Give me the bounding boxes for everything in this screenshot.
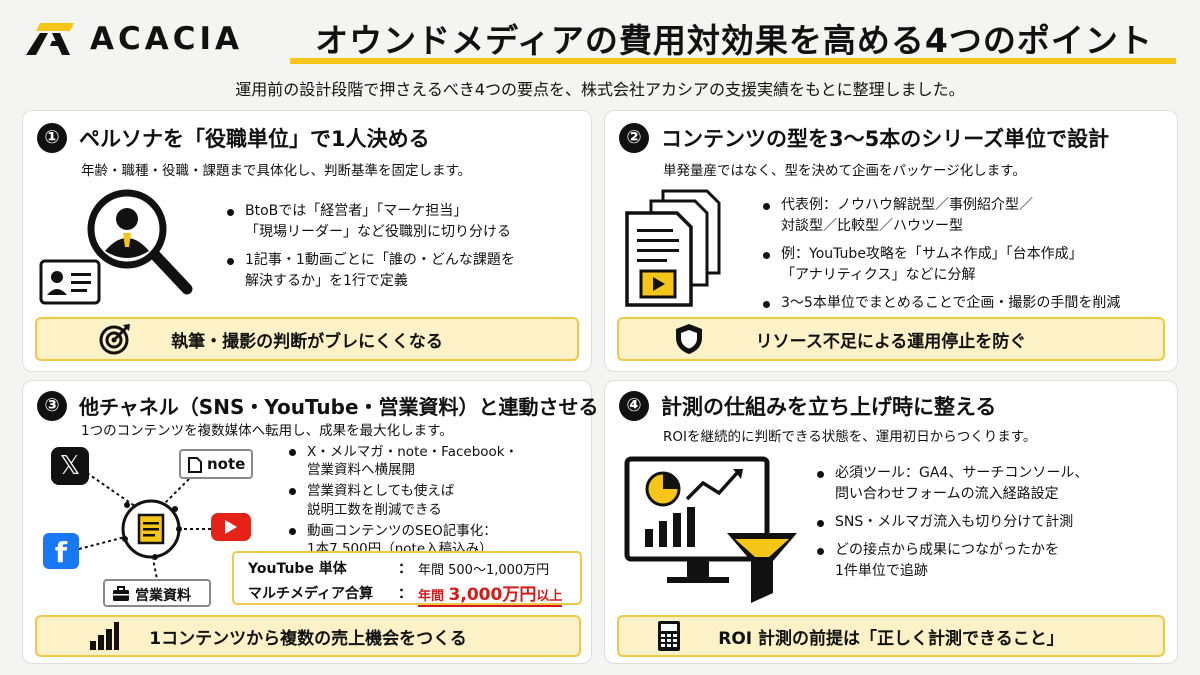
header: ACACIA オウンドメディアの費用対効果を高める4つのポイント 運用前の設計段… <box>0 0 1200 99</box>
bullet-item: 1記事・1動画ごとに「誰の・どんな課題を解決するか」を1行で定義 <box>225 250 515 292</box>
banner-text: ROI 計測の前提は「正しく計測できること」 <box>718 628 1064 649</box>
takeaway-banner: ROI 計測の前提は「正しく計測できること」 <box>617 615 1165 657</box>
bullet-list: BtoBでは「経営者」「マーケ担当」「現場リーダー」など役職別に切り分ける 1記… <box>225 201 515 299</box>
card-desc: 年齢・職種・役職・課題まで具体化し、判断基準を固定します。 <box>81 163 472 179</box>
bullet-item: X・メルマガ・note・Facebook・営業資料へ横展開 <box>287 443 518 479</box>
sales-material-label: 営業資料 <box>135 588 191 604</box>
revenue-box: YouTube 単体 ： 年間 500〜1,000万円 マルチメディア合算 ： … <box>232 551 582 607</box>
briefcase-icon <box>113 586 129 601</box>
card-desc: ROIを継続的に判断できる状態を、運用初日からつくります。 <box>663 429 1037 445</box>
bullet-item: 代表例：ノウハウ解説型／事例紹介型／対談型／比較型／ハウツー型 <box>761 195 1120 237</box>
calculator-icon <box>658 621 680 651</box>
card-number: ③ <box>37 391 67 421</box>
note-logo: note <box>179 449 253 479</box>
logo-mark-icon <box>26 23 74 55</box>
revenue-value-youtube: 年間 500〜1,000万円 <box>418 563 550 578</box>
persona-search-icon <box>37 189 197 311</box>
card-title: 計測の仕組みを立ち上げ時に整える <box>661 395 997 419</box>
card-persona: ① ペルソナを「役職単位」で1人決める 年齢・職種・役職・課題まで具体化し、判断… <box>22 110 592 372</box>
bullet-item: 3〜5本単位でまとめることで企画・撮影の手間を削減 <box>761 293 1120 314</box>
bullet-list: X・メルマガ・note・Facebook・営業資料へ横展開 営業資料としても使え… <box>287 443 518 561</box>
card-number: ④ <box>619 391 649 421</box>
revenue-label-youtube: YouTube 単体 <box>248 561 347 577</box>
bullet-item: BtoBでは「経営者」「マーケ担当」「現場リーダー」など役職別に切り分ける <box>225 201 515 243</box>
bullet-list: 必須ツール：GA4、サーチコンソール、問い合わせフォームの流入経路設定 SNS・… <box>815 463 1088 589</box>
card-desc: 単発量産ではなく、型を決めて企画をパッケージ化します。 <box>663 163 1026 179</box>
card-title: コンテンツの型を3〜5本のシリーズ単位で設計 <box>661 127 1110 151</box>
note-icon <box>188 457 202 473</box>
sales-material-tag: 営業資料 <box>103 579 211 607</box>
page-title: オウンドメディアの費用対効果を高める4つのポイント <box>315 21 1153 60</box>
revenue-value-multimedia: 年間 3,000万円以上 <box>418 580 563 607</box>
acacia-logo: ACACIA <box>26 21 276 57</box>
takeaway-banner: 執筆・撮影の判断がブレにくくなる <box>35 317 579 361</box>
banner-text: リソース不足による運用停止を防ぐ <box>755 331 1027 352</box>
takeaway-banner: リソース不足による運用停止を防ぐ <box>617 317 1165 361</box>
takeaway-banner: 1コンテンツから複数の売上機会をつくる <box>35 615 581 657</box>
note-label: note <box>207 455 246 473</box>
youtube-icon <box>211 513 251 541</box>
card-title: ペルソナを「役職単位」で1人決める <box>79 127 430 151</box>
bullet-item: 例：YouTube攻略を「サムネ作成」「台本作成」「アナリティクス」などに分解 <box>761 244 1120 286</box>
page-subtitle: 運用前の設計段階で押さえるべき4つの要点を、株式会社アカシアの支援実績をもとに整… <box>235 80 965 99</box>
bullet-item: SNS・メルマガ流入も切り分けて計測 <box>815 512 1088 533</box>
card-number: ① <box>37 123 67 153</box>
facebook-icon: f <box>43 533 79 569</box>
banner-text: 執筆・撮影の判断がブレにくくなる <box>171 331 443 352</box>
revenue-colon: ： <box>398 561 412 577</box>
bullet-item: 必須ツール：GA4、サーチコンソール、問い合わせフォームの流入経路設定 <box>815 463 1088 505</box>
banner-text: 1コンテンツから複数の売上機会をつくる <box>149 628 467 649</box>
analytics-monitor-icon <box>623 455 803 611</box>
card-desc: 1つのコンテンツを複数媒体へ転用し、成果を最大化します。 <box>81 423 453 439</box>
bar-chart-icon <box>90 622 119 650</box>
channel-network-diagram <box>39 443 263 607</box>
logo-text: ACACIA <box>90 21 244 57</box>
revenue-colon: ： <box>398 586 412 602</box>
x-icon: 𝕏 <box>51 447 89 485</box>
card-content-series: ② コンテンツの型を3〜5本のシリーズ単位で設計 単発量産ではなく、型を決めて企… <box>604 110 1178 372</box>
card-multichannel: ③ 他チャネル（SNS・YouTube・営業資料）と連動させる 1つのコンテンツ… <box>22 380 599 664</box>
title-underline <box>290 58 1176 64</box>
document-stack-icon <box>623 189 723 309</box>
bullet-item: 営業資料としても使えば説明工数を削減できる <box>287 482 518 518</box>
revenue-label-multimedia: マルチメディア合算 <box>248 586 374 602</box>
bullet-list: 代表例：ノウハウ解説型／事例紹介型／対談型／比較型／ハウツー型 例：YouTub… <box>761 195 1120 321</box>
card-number: ② <box>619 123 649 153</box>
shield-icon <box>676 324 702 354</box>
card-measurement: ④ 計測の仕組みを立ち上げ時に整える ROIを継続的に判断できる状態を、運用初日… <box>604 380 1178 664</box>
card-title: 他チャネル（SNS・YouTube・営業資料）と連動させる <box>79 395 599 419</box>
target-icon <box>99 324 130 355</box>
